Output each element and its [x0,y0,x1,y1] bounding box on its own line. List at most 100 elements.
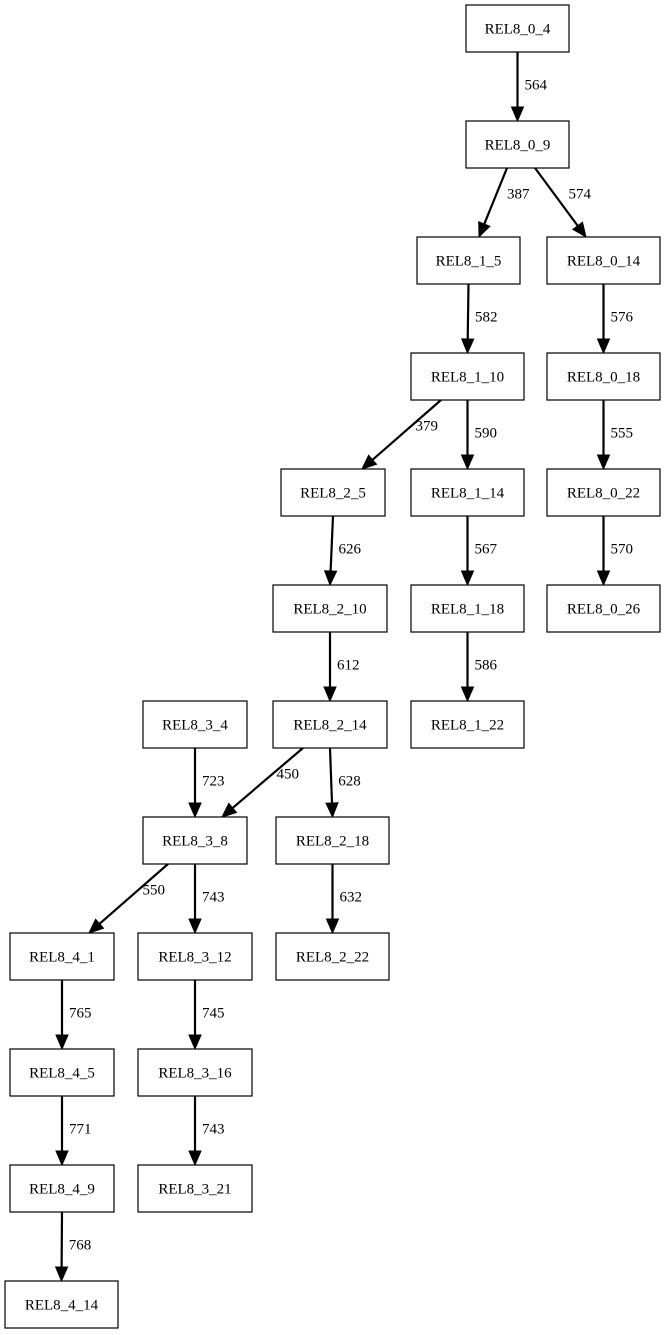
arrowhead-icon [460,454,475,471]
node-box [9,1164,115,1213]
node-rel8-2-10[interactable]: REL8_2_10 [272,584,388,633]
node-rel8-0-26[interactable]: REL8_0_26 [546,584,661,633]
arrowhead-icon [323,570,338,587]
node-label: REL8_4_1 [29,950,95,966]
node-label: REL8_4_5 [29,1066,95,1082]
node-rel8-0-9[interactable]: REL8_0_9 [465,120,570,169]
edge-label: 723 [202,774,225,790]
node-label: REL8_1_18 [431,602,504,618]
edge-line [534,167,579,227]
node-label: REL8_1_22 [431,718,504,734]
node-rel8-2-14[interactable]: REL8_2_14 [272,700,388,749]
node-rel8-1-10[interactable]: REL8_1_10 [410,352,525,401]
edge-label: 612 [337,658,360,674]
node-box [410,468,525,517]
node-label: REL8_0_26 [567,602,641,618]
node-rel8-2-22[interactable]: REL8_2_22 [275,932,390,981]
node-label: REL8_0_18 [567,370,640,386]
node-rel8-4-1[interactable]: REL8_4_1 [9,932,115,981]
node-rel8-0-18[interactable]: REL8_0_18 [546,352,661,401]
node-rel8-3-21[interactable]: REL8_3_21 [137,1164,253,1213]
node-rel8-4-5[interactable]: REL8_4_5 [9,1048,115,1097]
edge-label: 564 [525,78,548,94]
node-label: REL8_2_10 [293,602,366,618]
arrowhead-icon [361,454,378,470]
edge-rel8-2-18-to-rel8-2-22: 632 [325,864,363,935]
edge-rel8-3-4-to-rel8-3-8: 723 [188,748,225,819]
node-rel8-2-18[interactable]: REL8_2_18 [275,816,390,865]
node-label: REL8_3_8 [162,834,228,850]
edge-rel8-4-9-to-rel8-4-14: 768 [54,1211,92,1283]
node-rel8-3-12[interactable]: REL8_3_12 [137,932,253,981]
edge-rel8-1-5-to-rel8-1-10: 582 [460,283,498,355]
node-rel8-1-22[interactable]: REL8_1_22 [410,700,525,749]
node-box [410,700,525,749]
arrowhead-icon [596,338,611,355]
edge-label: 743 [202,890,225,906]
edge-rel8-2-5-to-rel8-2-10: 626 [323,515,362,587]
node-box [142,700,248,749]
edge-rel8-2-10-to-rel8-2-14: 612 [323,632,360,703]
edge-line [98,863,169,925]
edge-label: 632 [340,890,363,906]
edge-line [329,515,335,572]
edge-label: 576 [611,310,634,326]
arrowhead-icon [88,918,105,934]
node-rel8-3-4[interactable]: REL8_3_4 [142,700,248,749]
edge-rel8-1-10-to-rel8-2-5: 379 [361,399,442,470]
edge-rel8-1-18-to-rel8-1-22: 586 [460,632,498,703]
edge-line [483,167,509,225]
edge-label: 555 [611,426,634,442]
edge-rel8-0-9-to-rel8-0-14: 574 [534,167,592,239]
node-box [465,120,570,169]
node-rel8-4-14[interactable]: REL8_4_14 [4,1280,119,1329]
edge-rel8-0-14-to-rel8-0-18: 576 [596,284,634,355]
node-label: REL8_3_16 [158,1066,232,1082]
edge-rel8-2-14-to-rel8-3-8: 450 [221,747,304,818]
node-label: REL8_3_12 [158,950,231,966]
arrowhead-icon [188,802,202,819]
node-label: REL8_4_14 [25,1298,99,1314]
node-rel8-0-4[interactable]: REL8_0_4 [465,4,570,53]
edge-line [466,283,470,340]
node-box [416,236,521,285]
node-rel8-0-14[interactable]: REL8_0_14 [546,236,661,285]
node-box [272,700,388,749]
node-label: REL8_2_22 [296,950,369,966]
node-box [546,236,661,285]
arrowhead-icon [221,802,238,818]
edge-label: 771 [69,1122,92,1138]
node-box [280,468,386,517]
node-box [465,4,570,53]
node-rel8-1-18[interactable]: REL8_1_18 [410,584,525,633]
arrowhead-icon [325,918,340,935]
node-rel8-1-14[interactable]: REL8_1_14 [410,468,525,517]
node-rel8-2-5[interactable]: REL8_2_5 [280,468,386,517]
node-rel8-3-8[interactable]: REL8_3_8 [142,816,248,865]
node-rel8-3-16[interactable]: REL8_3_16 [137,1048,253,1097]
arrowhead-icon [460,686,475,703]
arrowhead-icon [571,221,587,239]
node-rel8-4-9[interactable]: REL8_4_9 [9,1164,115,1213]
edge-rel8-3-12-to-rel8-3-16: 745 [188,980,225,1051]
node-rel8-0-22[interactable]: REL8_0_22 [546,468,661,517]
arrowhead-icon [478,221,491,239]
node-box [137,932,253,981]
node-label: REL8_1_14 [431,486,505,502]
edge-label: 768 [69,1238,92,1254]
edge-label: 743 [202,1122,225,1138]
arrowhead-icon [323,686,337,703]
node-box [410,352,525,401]
node-box [142,816,248,865]
edge-rel8-3-8-to-rel8-4-1: 550 [88,863,169,934]
node-label: REL8_0_22 [567,486,640,502]
edge-label: 582 [475,310,498,326]
node-rel8-1-5[interactable]: REL8_1_5 [416,236,521,285]
node-label: REL8_1_5 [436,254,502,270]
arrowhead-icon [460,570,475,587]
edge-rel8-1-10-to-rel8-1-14: 590 [460,400,497,471]
node-label: REL8_0_4 [485,22,551,38]
